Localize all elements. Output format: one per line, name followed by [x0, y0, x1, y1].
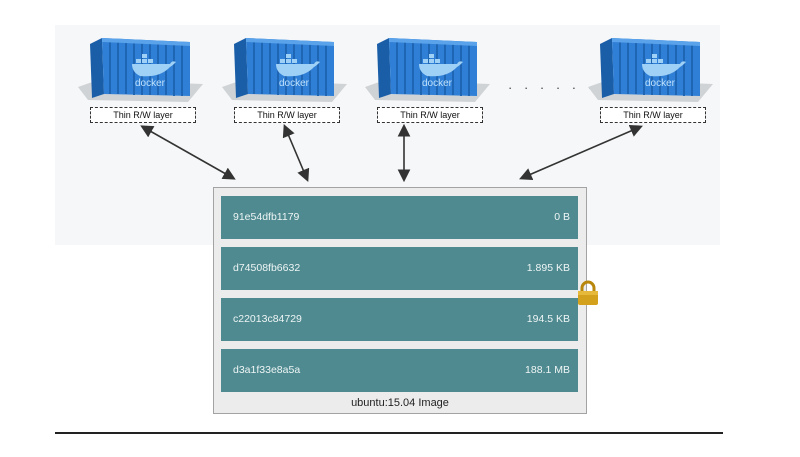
layer-id: d3a1f33e8a5a: [233, 364, 301, 376]
container-3: docker Thin R/W layer: [365, 32, 495, 124]
docker-container-icon: docker: [588, 38, 713, 102]
baseline-rule: [55, 432, 723, 434]
image-layer-4: d3a1f33e8a5a 188.1 MB: [221, 349, 578, 392]
docker-logo-text: docker: [422, 78, 453, 89]
image-layer-3: c22013c84729 194.5 KB: [221, 298, 578, 341]
layer-size: 0 B: [554, 211, 570, 223]
arrow-2: [282, 124, 310, 182]
layer-size: 188.1 MB: [525, 364, 570, 376]
thin-rw-layer-label: Thin R/W layer: [377, 107, 483, 123]
container-4: docker Thin R/W layer: [588, 32, 718, 124]
container-1: docker Thin R/W layer: [78, 32, 208, 124]
image-layers-box: 91e54dfb1179 0 B d74508fb6632 1.895 KB c…: [213, 187, 587, 414]
docker-logo-text: docker: [135, 78, 166, 89]
layer-id: d74508fb6632: [233, 262, 301, 274]
image-name-label: ubuntu:15.04 Image: [351, 397, 449, 409]
docker-container-icon: docker: [365, 38, 490, 102]
thin-rw-layer-label: Thin R/W layer: [234, 107, 340, 123]
image-layer-2: d74508fb6632 1.895 KB: [221, 247, 578, 290]
layer-size: 1.895 KB: [526, 262, 570, 274]
docker-logo-text: docker: [645, 78, 676, 89]
docker-container-icon: docker: [78, 38, 203, 102]
docker-container-icon: docker: [222, 38, 347, 102]
arrow-1: [140, 125, 236, 180]
thin-rw-layer-label: Thin R/W layer: [600, 107, 706, 123]
ellipsis: · · · · · ·: [508, 80, 597, 95]
image-layer-1: 91e54dfb1179 0 B: [221, 196, 578, 239]
container-2: docker Thin R/W layer: [222, 32, 352, 124]
lock-icon: [578, 280, 598, 305]
layer-id: 91e54dfb1179: [233, 211, 300, 223]
layer-size: 194.5 KB: [526, 313, 570, 325]
docker-logo-text: docker: [279, 78, 310, 89]
arrow-4: [519, 124, 643, 181]
layer-id: c22013c84729: [233, 313, 302, 325]
thin-rw-layer-label: Thin R/W layer: [90, 107, 196, 123]
